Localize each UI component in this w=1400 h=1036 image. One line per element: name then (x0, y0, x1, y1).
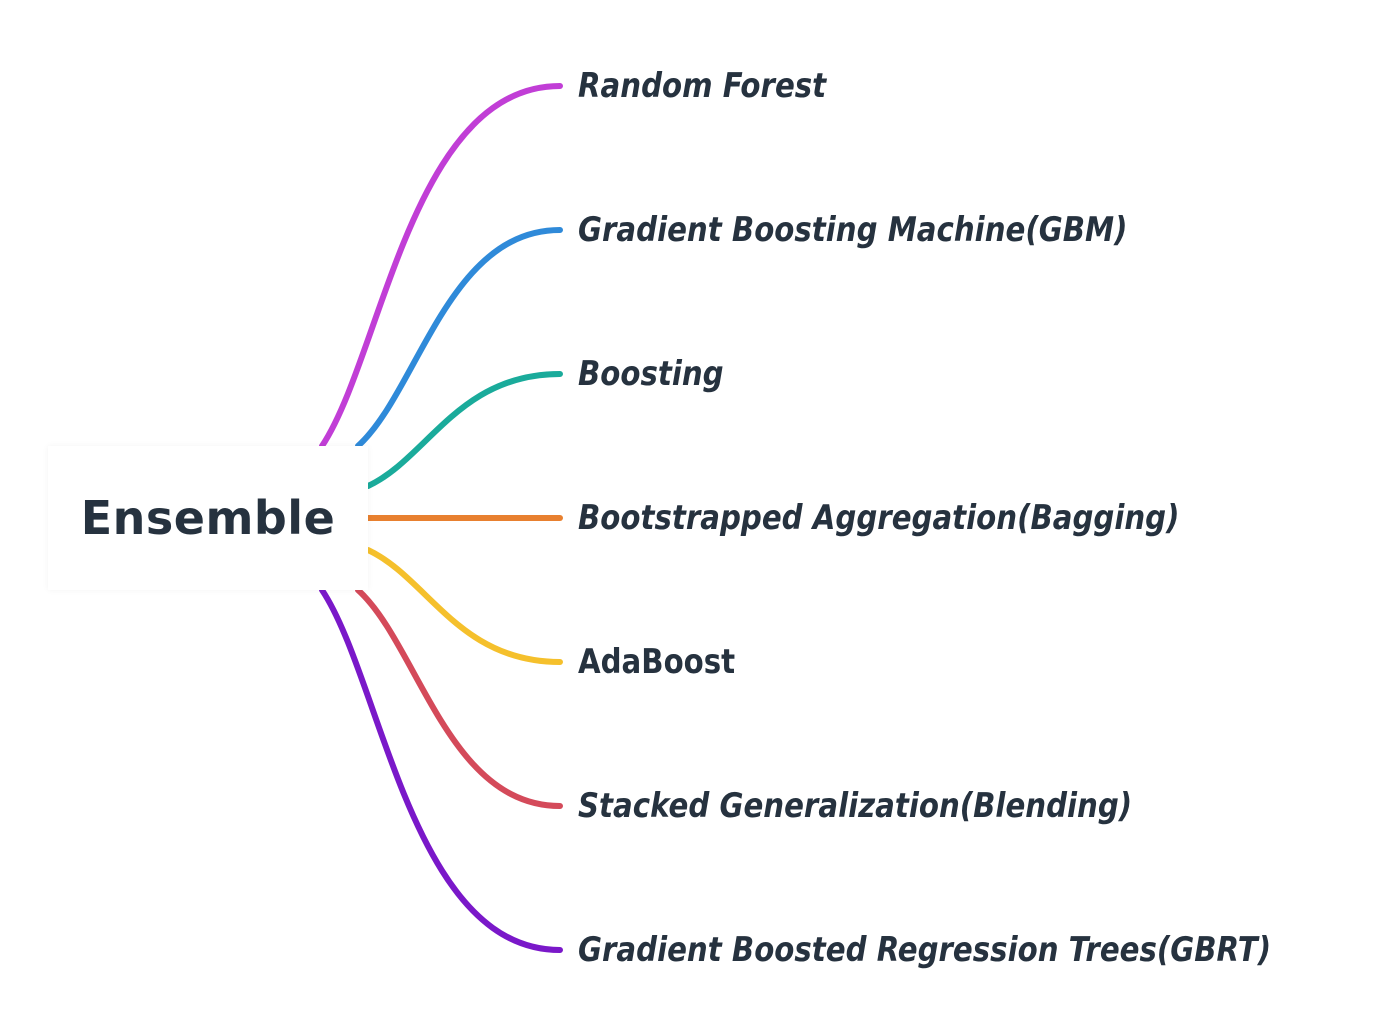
connector-adaboost (365, 547, 563, 665)
branch-label-boosting[interactable]: Boosting (578, 354, 724, 394)
branch-label-blending[interactable]: Stacked Generalization(Blending) (578, 786, 1133, 826)
connector-blending (355, 587, 563, 809)
root-label: Ensemble (80, 491, 336, 545)
branch-label-gbrt[interactable]: Gradient Boosted Regression Trees(GBRT) (578, 930, 1272, 970)
connector-gbrt (319, 587, 563, 953)
branch-label-bagging[interactable]: Bootstrapped Aggregation(Bagging) (578, 498, 1180, 538)
connector-random-forest (319, 83, 563, 449)
root-node[interactable]: Ensemble (48, 446, 368, 590)
connector-gbm (355, 227, 563, 449)
branch-label-adaboost[interactable]: AdaBoost (578, 642, 736, 682)
branch-label-gbm[interactable]: Gradient Boosting Machine(GBM) (578, 210, 1128, 250)
branch-label-random-forest[interactable]: Random Forest (578, 66, 827, 106)
connector-boosting (365, 371, 563, 489)
